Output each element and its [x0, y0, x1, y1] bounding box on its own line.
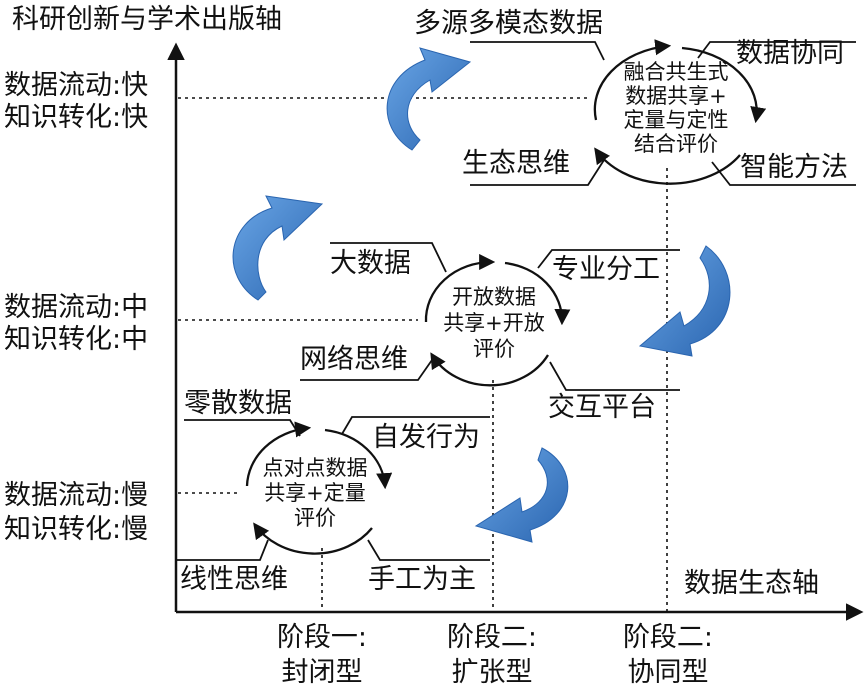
cycle-bottom-label-bottom-left: 线性思维 [180, 564, 288, 595]
cycle-top-center-line2: 数据共享+ [625, 84, 727, 108]
cycle-bottom-center-line1: 点对点数据 [262, 456, 368, 480]
cycle-top-center-line3: 定量与定性 [623, 108, 729, 132]
cycle-top-center: 融合共生式 数据共享+ 定量与定性 结合评价 [606, 60, 746, 156]
guide-lines [178, 97, 668, 612]
cycle-middle-label-top-left: 大数据 [330, 248, 411, 279]
cycle-top-label-top-left: 多源多模态数据 [414, 8, 603, 39]
cycle-top-center-line1: 融合共生式 [623, 60, 729, 84]
level-medium-transform: 知识转化:中 [4, 324, 149, 355]
cycle-top [593, 39, 767, 185]
cycle-middle [424, 253, 571, 387]
blue-curved-arrow-mid-right [638, 245, 731, 357]
cycle-middle-center-line1: 开放数据 [452, 285, 536, 309]
level-fast-flow: 数据流动:快 [4, 70, 149, 101]
cycle-middle-label-bottom-right: 交互平台 [548, 392, 656, 423]
stage-1-label: 阶段一: 封闭型 [262, 624, 382, 686]
stage-3-line2: 协同型 [627, 657, 709, 688]
cycle-bottom-label-bottom-right: 手工为主 [368, 564, 476, 595]
cycle-middle-arc-bottom [430, 352, 549, 387]
stage-3-line1: 阶段二: [622, 622, 714, 653]
cycle-middle-center-line3: 评价 [473, 337, 515, 361]
cycle-top-label-bottom-right: 智能方法 [740, 152, 848, 183]
cycle-middle-label-bottom-left: 网络思维 [300, 344, 408, 375]
level-slow-transform: 知识转化:慢 [4, 514, 149, 545]
cycle-bottom-arc-right [324, 428, 393, 490]
blue-curved-arrow-bottom-right [474, 447, 569, 543]
stage-2-label: 阶段二: 扩张型 [432, 624, 552, 686]
stage-2-line2: 扩张型 [451, 657, 533, 688]
blue-curved-arrow-mid-left [232, 195, 324, 301]
cycle-bottom-center-line2: 共享+定量 [264, 481, 366, 505]
cycle-top-arc-right [681, 46, 767, 124]
level-slow-flow: 数据流动:慢 [4, 480, 149, 511]
cycle-bottom-label-top-left: 零散数据 [184, 388, 292, 419]
cycle-top-label-bottom-left: 生态思维 [462, 148, 570, 179]
leader-lines [176, 41, 856, 561]
cycle-top-center-line4: 结合评价 [634, 132, 718, 156]
x-axis-title: 数据生态轴 [684, 568, 819, 599]
cycle-middle-center-line2: 共享+开放 [443, 311, 545, 335]
cycle-bottom-label-top-right: 自发行为 [372, 422, 480, 453]
stage-1-line2: 封闭型 [281, 657, 363, 688]
cycle-bottom-center: 点对点数据 共享+定量 评价 [246, 456, 384, 531]
axes [167, 42, 864, 621]
cycle-top-arc-bottom [594, 147, 741, 185]
cycle-bottom-arc-bottom [253, 522, 373, 555]
stage-3-label: 阶段二: 协同型 [608, 624, 728, 686]
transition-arrows [232, 47, 731, 543]
level-medium-flow: 数据流动:中 [4, 292, 149, 323]
cycle-top-label-top-right: 数据协同 [736, 38, 844, 69]
cycle-bottom-center-line3: 评价 [294, 506, 336, 530]
cycle-middle-arc-right [504, 261, 571, 326]
cycle-middle-arc-left [424, 253, 496, 323]
cycle-middle-center: 开放数据 共享+开放 评价 [426, 284, 562, 362]
stage-2-line1: 阶段二: [446, 622, 538, 653]
blue-curved-arrow-top-left [386, 47, 472, 151]
cycle-middle-label-top-right: 专业分工 [552, 254, 660, 285]
y-axis-title: 科研创新与学术出版轴 [12, 4, 282, 35]
cycle-top-arc-left [593, 39, 672, 121]
stage-1-line1: 阶段一: [276, 622, 368, 653]
level-fast-transform: 知识转化:快 [4, 102, 149, 133]
